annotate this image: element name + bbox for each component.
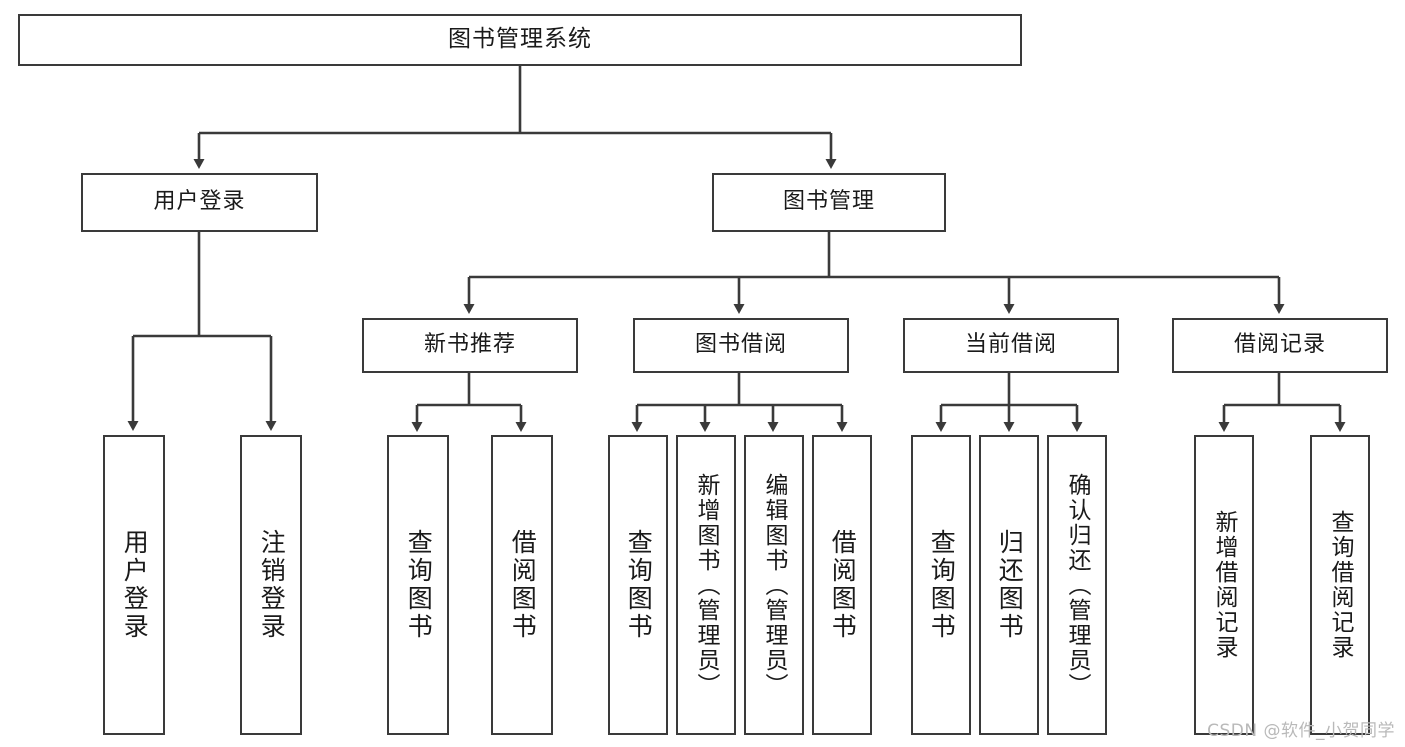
leaf-query-book-current[interactable]: 查询图书 <box>911 435 971 735</box>
leaf-query-book-borrow-label: 查询图书 <box>624 529 654 641</box>
leaf-logout-label: 注销登录 <box>257 529 287 641</box>
leaf-borrow-book-label: 借阅图书 <box>828 529 858 641</box>
leaf-user-login[interactable]: 用户登录 <box>103 435 165 735</box>
leaf-return-book-label: 归还图书 <box>995 529 1025 641</box>
leaf-borrow-book-recommend-label: 借阅图书 <box>508 529 538 641</box>
leaf-logout[interactable]: 注销登录 <box>240 435 302 735</box>
leaf-query-book-recommend[interactable]: 查询图书 <box>387 435 449 735</box>
leaf-edit-book-admin[interactable]: 编辑图书（管理员） <box>744 435 804 735</box>
leaf-edit-book-admin-label: 编辑图书（管理员） <box>761 472 788 698</box>
node-new-book-recommend-label: 新书推荐 <box>423 332 516 358</box>
node-current-borrow[interactable]: 当前借阅 <box>903 318 1119 373</box>
node-book-management[interactable]: 图书管理 <box>712 173 946 232</box>
node-current-borrow-label: 当前借阅 <box>964 332 1057 358</box>
leaf-query-book-current-label: 查询图书 <box>927 529 957 641</box>
leaf-add-book-admin-label: 新增图书（管理员） <box>693 472 720 698</box>
leaf-return-book[interactable]: 归还图书 <box>979 435 1039 735</box>
node-book-borrow-label: 图书借阅 <box>694 332 787 358</box>
node-user-login-label: 用户登录 <box>153 189 246 215</box>
node-new-book-recommend[interactable]: 新书推荐 <box>362 318 578 373</box>
leaf-confirm-return-admin[interactable]: 确认归还（管理员） <box>1047 435 1107 735</box>
node-borrow-records-label: 借阅记录 <box>1233 332 1326 358</box>
leaf-add-book-admin[interactable]: 新增图书（管理员） <box>676 435 736 735</box>
node-root[interactable]: 图书管理系统 <box>18 14 1022 66</box>
leaf-query-borrow-record-label: 查询借阅记录 <box>1327 510 1354 660</box>
leaf-confirm-return-admin-label: 确认归还（管理员） <box>1064 472 1091 698</box>
leaf-add-borrow-record[interactable]: 新增借阅记录 <box>1194 435 1254 735</box>
leaf-query-book-recommend-label: 查询图书 <box>404 529 434 641</box>
node-borrow-records[interactable]: 借阅记录 <box>1172 318 1388 373</box>
leaf-add-borrow-record-label: 新增借阅记录 <box>1211 510 1238 660</box>
leaf-query-book-borrow[interactable]: 查询图书 <box>608 435 668 735</box>
node-user-login[interactable]: 用户登录 <box>81 173 318 232</box>
node-book-borrow[interactable]: 图书借阅 <box>633 318 849 373</box>
leaf-borrow-book[interactable]: 借阅图书 <box>812 435 872 735</box>
node-book-management-label: 图书管理 <box>782 189 875 215</box>
leaf-user-login-label: 用户登录 <box>120 529 150 641</box>
leaf-query-borrow-record[interactable]: 查询借阅记录 <box>1310 435 1370 735</box>
leaf-borrow-book-recommend[interactable]: 借阅图书 <box>491 435 553 735</box>
watermark: CSDN @软件_小贺同学 <box>1207 721 1395 741</box>
node-root-label: 图书管理系统 <box>448 26 592 53</box>
